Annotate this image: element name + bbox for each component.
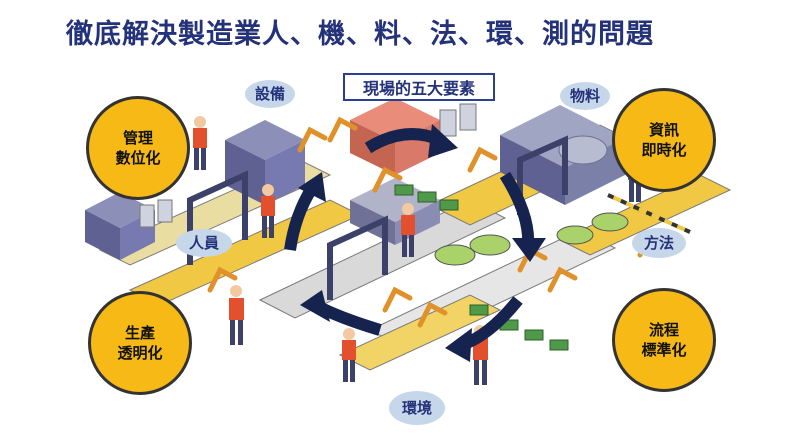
benefit-circle-top-right: 資訊 即時化 (612, 88, 716, 192)
benefit-circle-bottom-left: 生產 透明化 (88, 291, 192, 395)
benefit-line: 流程 (648, 321, 679, 339)
benefit-line: 透明化 (117, 344, 163, 362)
benefit-line: 即時化 (641, 141, 687, 159)
benefit-line: 管理 (122, 129, 153, 147)
product-crates (394, 184, 569, 351)
benefit-line: 數位化 (115, 149, 161, 167)
center-label: 現場的五大要素 (343, 73, 495, 101)
benefit-circle-top-left: 管理 數位化 (86, 96, 190, 200)
benefit-line: 資訊 (648, 121, 679, 139)
element-equipment: 設備 (245, 80, 295, 108)
element-method: 方法 (632, 228, 686, 258)
element-environment: 環境 (389, 391, 445, 425)
workers (193, 116, 642, 385)
benefit-line: 標準化 (641, 341, 687, 359)
page-title: 徹底解決製造業人、機、料、法、環、測的問題 (66, 19, 654, 50)
benefit-circle-bottom-right: 流程 標準化 (612, 288, 716, 392)
benefit-line: 生產 (124, 324, 155, 342)
element-material: 物料 (560, 82, 610, 110)
cycle-arrowheads (298, 124, 546, 362)
element-personnel: 人員 (176, 229, 232, 257)
safety-barrier (607, 193, 691, 234)
